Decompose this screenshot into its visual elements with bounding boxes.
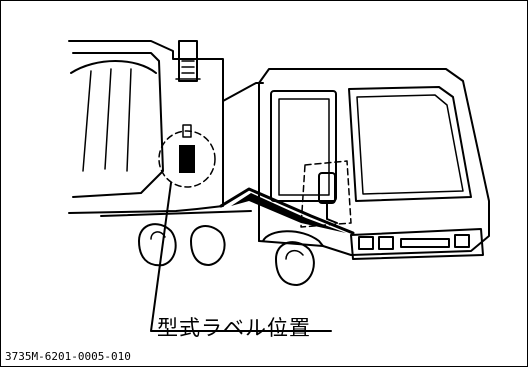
grille [400, 238, 450, 248]
chassis-line [222, 82, 264, 102]
rear-wheel-left [138, 223, 177, 267]
fender [262, 230, 324, 247]
mast-lines [175, 60, 201, 80]
front-wheel-inner [285, 249, 304, 260]
tow-strap [219, 187, 355, 235]
headlight-mid [378, 236, 394, 250]
front-bumper [350, 228, 484, 260]
callout-leader [150, 182, 332, 332]
cargo-top-curve [70, 60, 157, 74]
windshield [348, 86, 472, 202]
cargo-body-outline [68, 40, 224, 214]
rear-wheel-mid [190, 225, 226, 266]
label-clip [182, 124, 192, 138]
chassis-lower [100, 210, 252, 217]
side-mirror [318, 172, 336, 204]
headlight-right [454, 234, 470, 248]
mirror-highlight [300, 160, 352, 228]
type-label-position-caption: 型式ラベル位置 [157, 316, 311, 340]
tow-strap-fill [231, 193, 346, 233]
document-code: 3735M-6201-0005-010 [5, 350, 131, 363]
front-wheel [275, 241, 315, 286]
bed-stripes [82, 68, 132, 172]
label-callout-circle [158, 130, 216, 188]
door-window-inner [278, 98, 330, 196]
type-label-marker [179, 145, 195, 173]
cargo-body-inner [72, 52, 164, 198]
mirror-arm [326, 202, 338, 224]
door-window [270, 90, 337, 202]
windshield-inner [356, 94, 464, 195]
headlight-left [358, 236, 374, 250]
mast [178, 40, 198, 82]
